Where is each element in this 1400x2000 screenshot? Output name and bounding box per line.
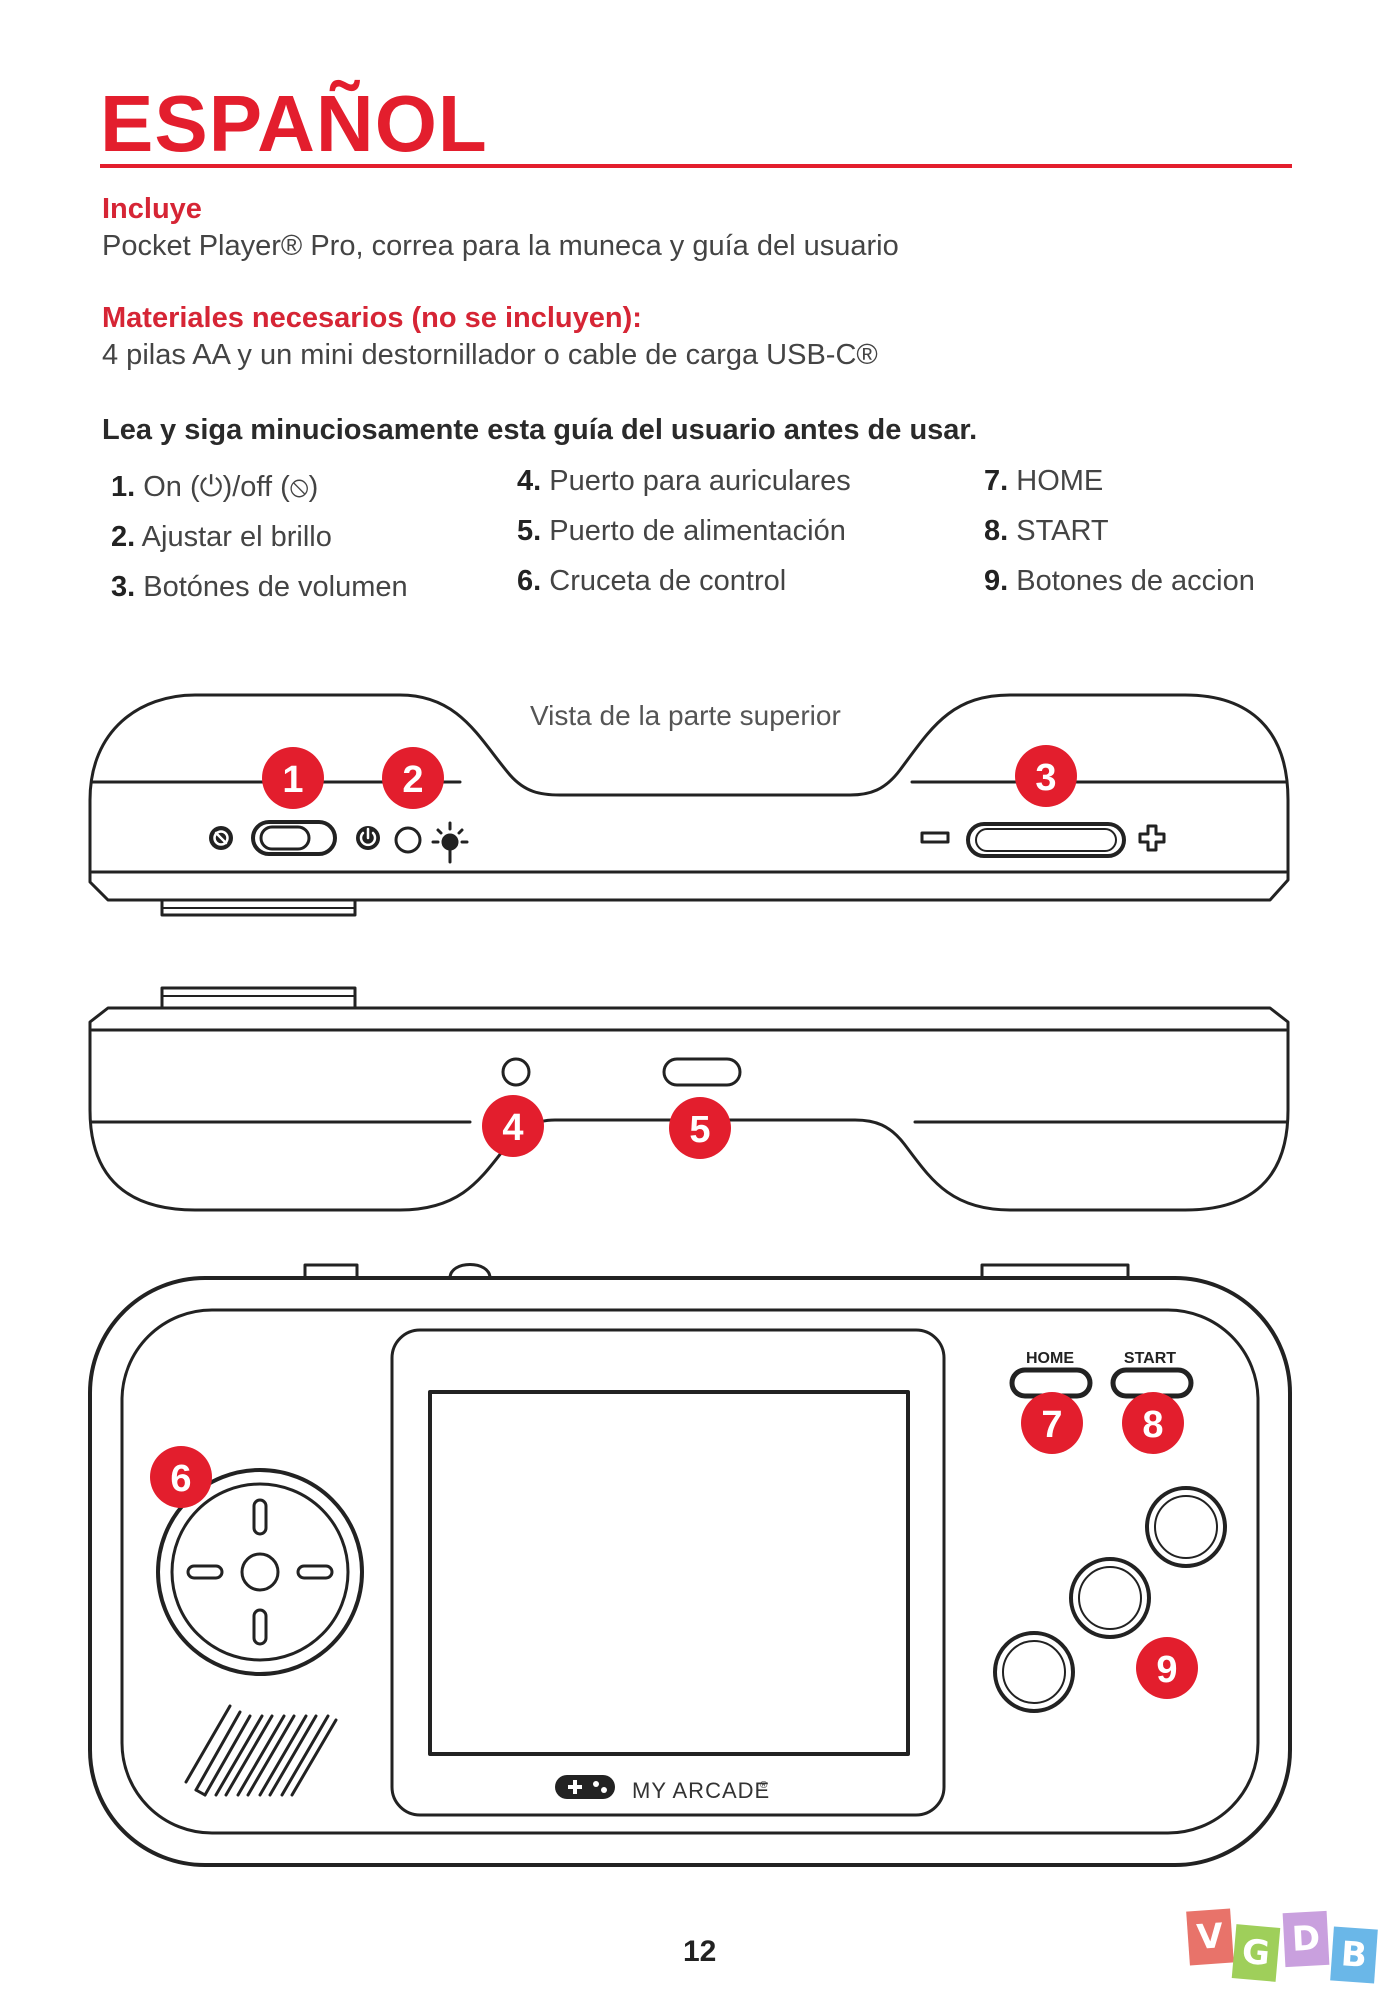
svg-text:9: 9: [1156, 1649, 1177, 1691]
home-button: [1009, 1367, 1093, 1399]
callout-9: 9: [1136, 1637, 1198, 1699]
start-button: [1110, 1367, 1194, 1399]
headphone-port: [501, 1057, 531, 1087]
materials-heading: Materiales necesarios (no se incluyen):: [102, 302, 642, 334]
part-item: 6. Cruceta de control: [517, 565, 787, 597]
brightness-icon: [431, 821, 469, 864]
part-item: 2. Ajustar el brillo: [111, 521, 332, 553]
callout-2: 2: [382, 747, 444, 809]
svg-text:3: 3: [1035, 757, 1056, 799]
includes-text: Pocket Player® Pro, correa para la munec…: [102, 230, 899, 262]
watermark-letter: V: [1186, 1908, 1234, 1966]
usb-c-port: [662, 1057, 742, 1087]
watermark-letter: G: [1231, 1924, 1281, 1982]
part-item: 8. START: [984, 515, 1109, 547]
off-icon: [209, 826, 233, 850]
device-front-view: MY ARCADE ® HOME START: [88, 1263, 1292, 1867]
page-number: 12: [683, 1935, 717, 1968]
top-view-label: Vista de la parte superior: [530, 700, 841, 731]
volume-plus-icon: [1138, 824, 1166, 852]
part-item: 3. Botónes de volumen: [111, 571, 408, 603]
volume-rocker: [966, 822, 1126, 858]
callout-8: 8: [1122, 1392, 1184, 1454]
parts-list-column-2: 4. Puerto para auriculares 5. Puerto de …: [517, 456, 851, 606]
parts-list-column-3: 7. HOME 8. START 9. Botones de accion: [984, 456, 1255, 606]
part-item: 7. HOME: [984, 465, 1104, 497]
callout-6: 6: [150, 1446, 212, 1508]
part-item: 4. Puerto para auriculares: [517, 465, 851, 497]
instruction-note: Lea y siga minuciosamente esta guía del …: [102, 414, 978, 446]
svg-text:5: 5: [689, 1109, 710, 1151]
brand-registered-mark: ®: [760, 1780, 768, 1791]
part-item: 5. Puerto de alimentación: [517, 515, 846, 547]
brand-name: MY ARCADE: [632, 1778, 770, 1803]
callout-1: 1: [262, 747, 324, 809]
part-item: 9. Botones de accion: [984, 565, 1255, 597]
screen-bezel: [390, 1328, 946, 1817]
speaker-grille: [184, 1704, 338, 1797]
page-title: ESPAÑOL: [100, 79, 488, 168]
svg-text:7: 7: [1041, 1404, 1062, 1446]
title-divider: [100, 164, 1292, 168]
svg-text:6: 6: [170, 1458, 191, 1500]
vgdb-watermark-logo: V G D B: [1186, 1908, 1388, 1994]
watermark-letter: D: [1282, 1910, 1330, 1968]
callout-5: 5: [669, 1097, 731, 1159]
callout-3: 3: [1015, 745, 1077, 807]
power-icon: [356, 826, 380, 850]
callout-4: 4: [482, 1095, 544, 1157]
device-bottom-view: [88, 986, 1290, 1212]
materials-text: 4 pilas AA y un mini destornillador o ca…: [102, 339, 878, 371]
brightness-button: [394, 826, 422, 854]
parts-list-column-1: 1. On (⏻)/off (⦸) 2. Ajustar el brillo 3…: [111, 462, 408, 612]
volume-minus-icon: [920, 831, 950, 844]
screen: [428, 1390, 910, 1756]
part-item: 1. On (⏻)/off (⦸): [111, 471, 319, 503]
svg-text:2: 2: [402, 759, 423, 801]
includes-heading: Incluye: [102, 193, 202, 225]
watermark-letter: B: [1330, 1926, 1378, 1984]
dpad: [156, 1468, 364, 1676]
svg-text:4: 4: [502, 1107, 523, 1149]
home-label: HOME: [1026, 1350, 1074, 1367]
svg-text:1: 1: [282, 759, 303, 801]
action-buttons: [993, 1486, 1227, 1713]
power-switch: [251, 820, 337, 856]
callout-7: 7: [1021, 1392, 1083, 1454]
gamepad-logo-icon: [555, 1775, 615, 1799]
svg-text:8: 8: [1142, 1404, 1163, 1446]
start-label: START: [1124, 1350, 1176, 1367]
